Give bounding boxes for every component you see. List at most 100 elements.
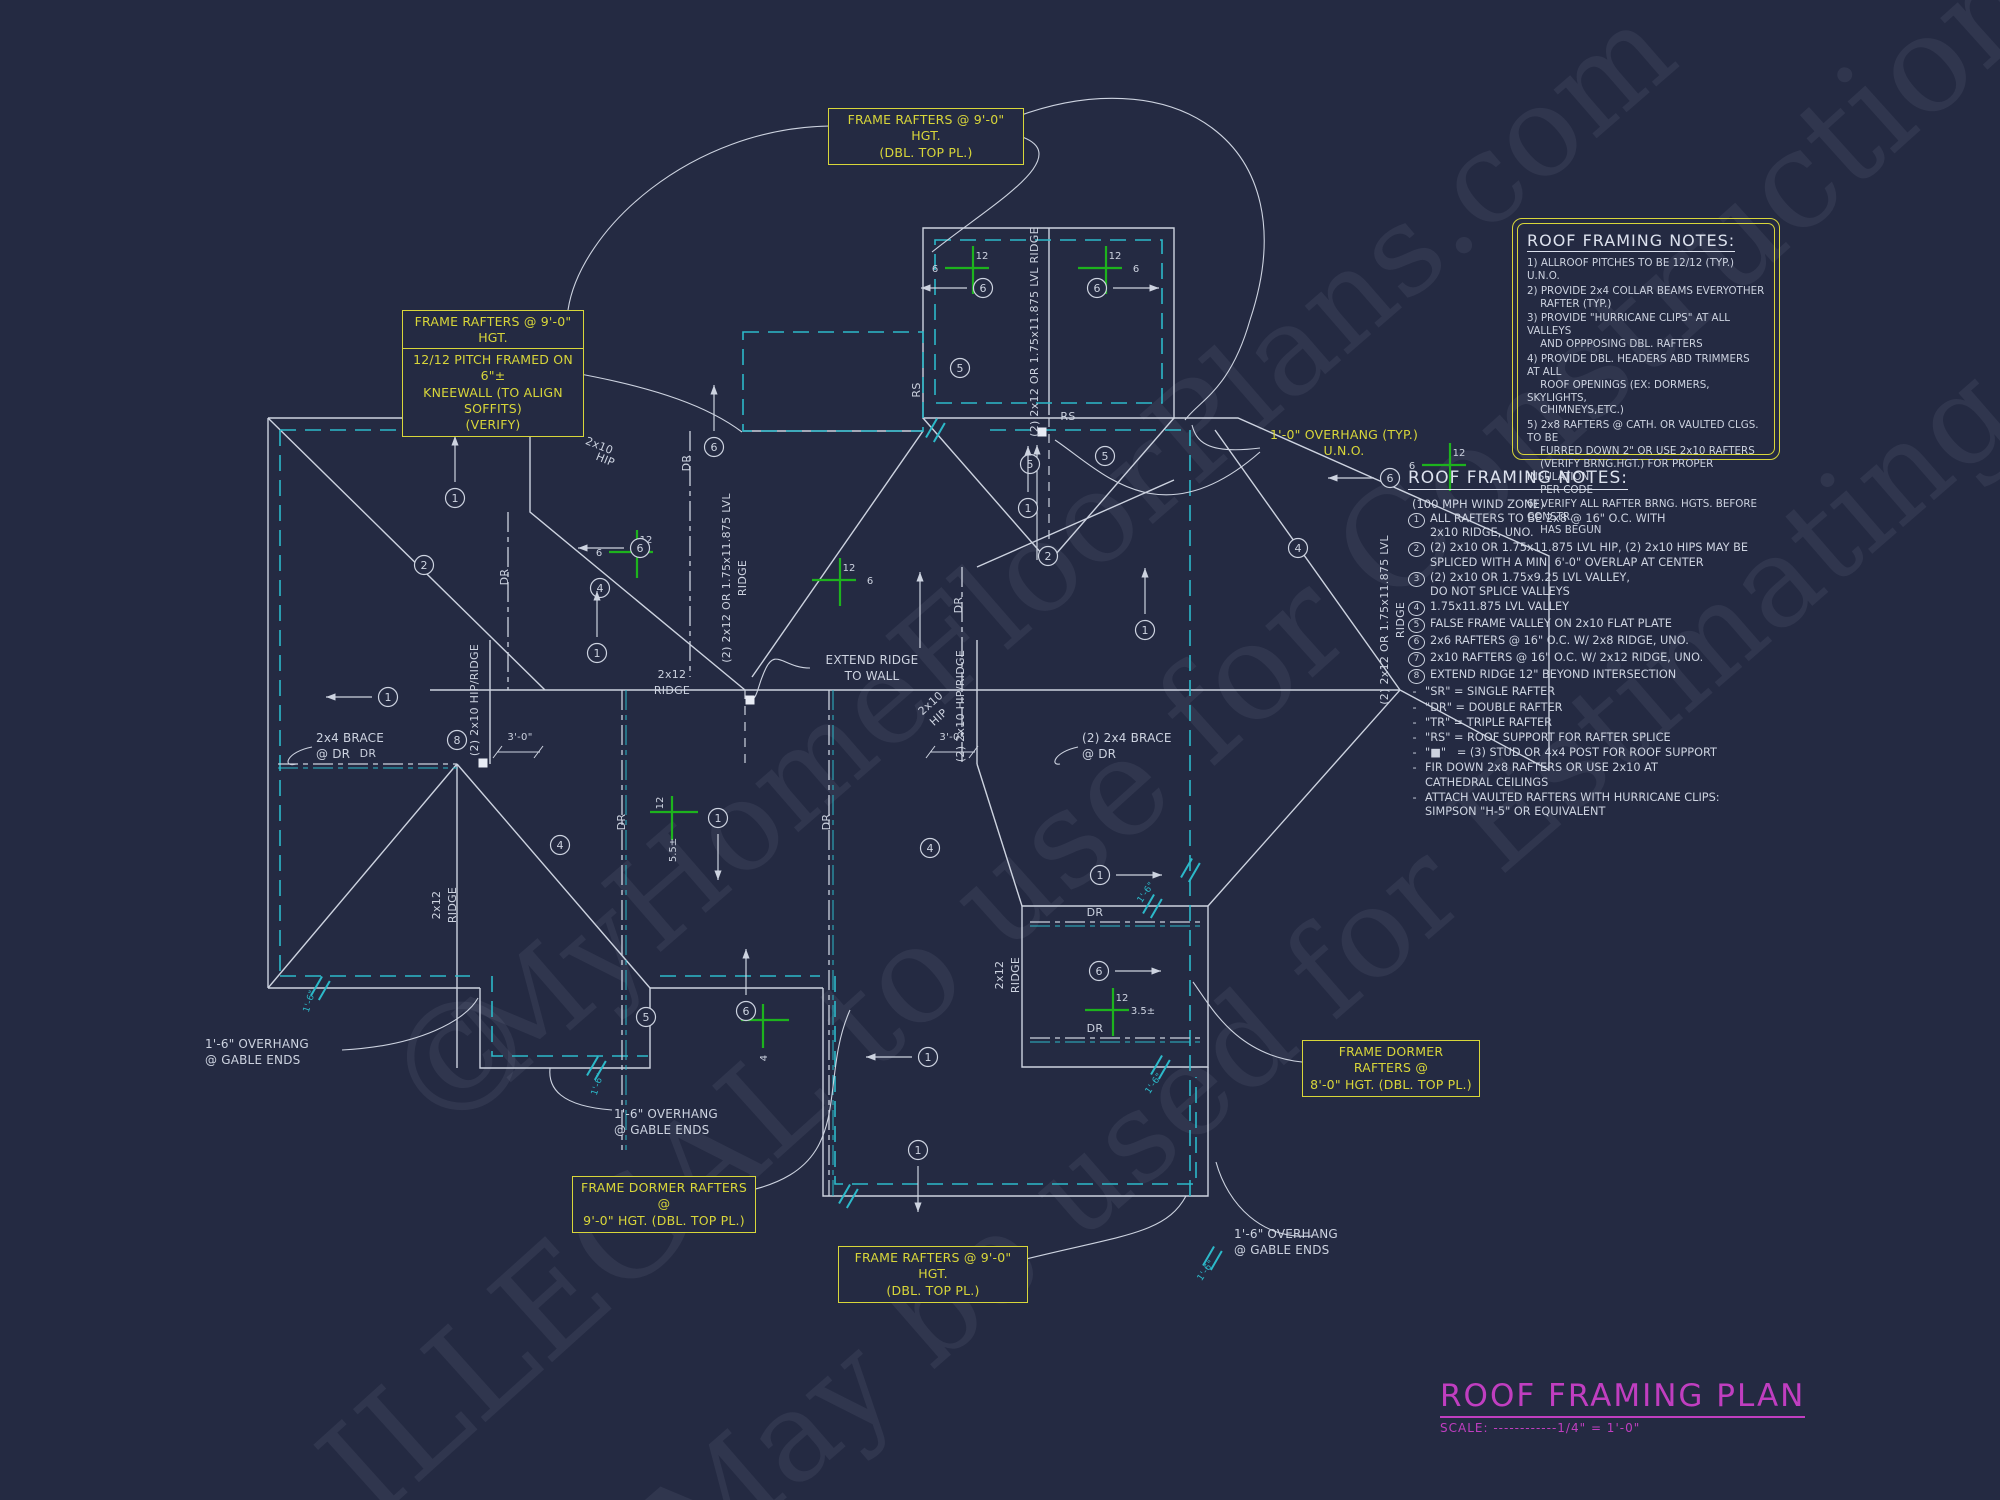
plan-label: DR	[615, 814, 628, 831]
legend-bullet: -	[1412, 715, 1417, 729]
marker-number: 5	[643, 1011, 650, 1024]
legend-bullet: -	[1412, 685, 1417, 699]
legend-text: "TR" = TRIPLE RAFTER	[1425, 715, 1553, 729]
marker-circle	[735, 1000, 757, 1022]
callout-frame-dormer-8: FRAME DORMER RAFTERS @ 8'-0" HGT. (DBL. …	[1302, 1040, 1480, 1097]
legend-text: "RS" = ROOF SUPPORT FOR RAFTER SPLICE	[1425, 730, 1671, 744]
keyed-note-marker: 6	[1086, 277, 1159, 299]
gable-tick	[310, 975, 331, 1001]
keyed-note-marker: 4	[919, 837, 941, 859]
marker-number: 4	[557, 839, 564, 852]
plan-label: DR	[820, 814, 833, 831]
marker-circle	[917, 1046, 939, 1068]
marker-circle	[586, 642, 608, 664]
pitch-marker: 126	[1409, 443, 1466, 491]
marker-circle	[635, 1006, 657, 1028]
keyed-note-marker: 6	[578, 537, 651, 559]
framing-note-text: EXTEND RIDGE 12" BEYOND INTERSECTION	[1430, 668, 1677, 682]
marker-circle	[1379, 467, 1401, 489]
plan-label: (2) 2x10 HIP/RIDGE	[468, 644, 481, 756]
legend-text: "■" = (3) STUD OR 4x4 POST FOR ROOF SUPP…	[1425, 746, 1717, 760]
double-rafter-lines	[278, 431, 1200, 1196]
gable-tick-lines	[925, 417, 946, 443]
roof-framing-notes-box: ROOF FRAMING NOTES: 1) ALLROOF PITCHES T…	[1512, 218, 1780, 536]
notes-box-item: 3) PROVIDE "HURRICANE CLIPS" AT ALL VALL…	[1527, 312, 1731, 351]
keyed-note-marker: 1	[1017, 446, 1039, 519]
pitch-run: 5.5±	[668, 838, 679, 862]
callout-kneewall-note: 12/12 PITCH FRAMED ON 6"± KNEEWALL (TO A…	[402, 348, 584, 438]
plan-label: RS	[1060, 410, 1075, 423]
keyed-note-marker: 6	[1088, 960, 1161, 982]
marker-number: 2	[421, 559, 428, 572]
callout-frame-dormer-9: FRAME DORMER RAFTERS @ 9'-0" HGT. (DBL. …	[572, 1176, 756, 1233]
gable-tick	[586, 1055, 607, 1081]
plan-label: 1'-6"	[1136, 881, 1157, 905]
plan-label: 1'-6"	[590, 1072, 607, 1097]
marker-circle	[1037, 545, 1059, 567]
plan-label: RIDGE	[1394, 602, 1407, 638]
keyed-note-marker: 1	[707, 807, 729, 880]
marker-circle	[907, 1139, 929, 1161]
gable-tick-lines	[838, 1183, 859, 1209]
marker-number: 1	[1025, 502, 1032, 515]
gable-tick	[1202, 1245, 1223, 1271]
marker-circle	[444, 487, 466, 509]
dimension-lines	[492, 745, 979, 759]
plan-label: 1'-6"	[1196, 1259, 1217, 1283]
marker-number: 5	[1027, 458, 1034, 471]
keyed-note-marker: 6	[1328, 467, 1401, 489]
sheet-title: ROOF FRAMING PLAN	[1440, 1378, 1806, 1418]
keyed-note-marker: 1	[1089, 864, 1162, 886]
legend-item: -"DR" = DOUBLE RAFTER	[1408, 701, 1753, 715]
keyed-note-marker: 8	[446, 729, 468, 751]
marker-number: 6	[711, 441, 718, 454]
pitch-rise: 12	[843, 563, 856, 574]
roof-support-square	[745, 695, 755, 705]
plan-label: 3'-0"	[507, 732, 532, 743]
framing-note-text: (2) 2x10 OR 1.75x11.875 LVL HIP, (2) 2x1…	[1430, 541, 1749, 569]
plan-label: 2x12	[993, 961, 1006, 990]
keyed-note-marker: 5	[635, 1006, 657, 1028]
marker-number: 5	[957, 362, 964, 375]
gable-tick	[925, 417, 946, 443]
roof-framing-notes-list: ROOF FRAMING NOTES: (100 MPH WIND ZONE) …	[1408, 468, 1753, 820]
gable-tick-lines	[1202, 1245, 1223, 1271]
gable-tick-lines	[586, 1055, 607, 1081]
pitch-run: 3.5±	[1131, 1006, 1155, 1017]
pitch-rise: 12	[1109, 251, 1122, 262]
framing-note-number: 8	[1408, 669, 1425, 685]
gable-tick	[1142, 893, 1163, 919]
keyed-note-marker: 5	[1019, 453, 1041, 475]
framing-note-text: FALSE FRAME VALLEY ON 2x10 FLAT PLATE	[1430, 617, 1672, 631]
marker-number: 1	[1142, 624, 1149, 637]
note-overhang-gable-mid: 1'-6" OVERHANG @ GABLE ENDS	[614, 1107, 718, 1138]
framing-note-number: 3	[1408, 571, 1425, 587]
gable-tick-lines	[1142, 893, 1163, 919]
marker-circle	[972, 277, 994, 299]
notes-box-heading: ROOF FRAMING NOTES:	[1527, 231, 1736, 252]
framing-note-text: 2x6 RAFTERS @ 16" O.C. W/ 2x8 RIDGE, UNO…	[1430, 634, 1689, 648]
rafter-direction-arrows	[916, 445, 1041, 648]
marker-number: 5	[1102, 450, 1109, 463]
marker-circle	[1287, 537, 1309, 559]
callout-overhang-typ: 1'-0" OVERHANG (TYP.) U.N.O.	[1269, 427, 1419, 459]
framing-note-number: 7	[1408, 652, 1425, 668]
legend-text: "SR" = SINGLE RAFTER	[1425, 685, 1556, 699]
legend-bullet: -	[1412, 700, 1417, 714]
marker-number: 6	[743, 1005, 750, 1018]
pitch-marker: 126	[812, 558, 873, 606]
marker-circle	[629, 537, 651, 559]
framing-note-number: 1	[1408, 513, 1425, 528]
notes-box-item: 5) 2x8 RAFTERS @ CATH. OR VAULTED CLGS. …	[1527, 419, 1759, 496]
pitch-run: 6	[596, 548, 602, 559]
marker-number: 6	[980, 282, 987, 295]
marker-number: 1	[925, 1051, 932, 1064]
plan-label: DR	[952, 597, 965, 614]
marker-number: 1	[1097, 869, 1104, 882]
leader-lines	[287, 97, 1313, 1263]
framing-note-number: 4	[1408, 601, 1425, 617]
